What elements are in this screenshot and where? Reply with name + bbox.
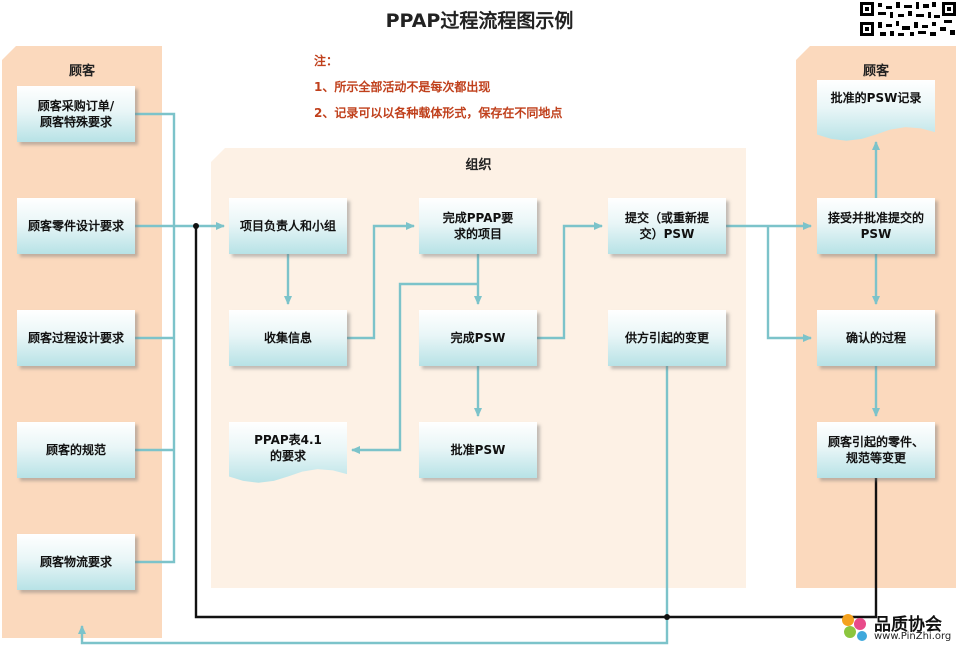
customer-process-design-label: 顾客过程设计要求 <box>27 331 124 345</box>
customer-change-box: 顾客引起的零件、 规范等变更 <box>817 422 935 478</box>
note-line-1: 1、所示全部活动不是每次都出现 <box>314 80 491 94</box>
complete-items-box: 完成PPAP要 求的项目 <box>419 198 537 254</box>
customer-po-label: 顾客采购订单/ 顾客特殊要求 <box>37 99 115 129</box>
confirmed-process-box: 确认的过程 <box>817 310 935 366</box>
customer-change-label: 顾客引起的零件、 规范等变更 <box>827 435 924 465</box>
customer-spec-box: 顾客的规范 <box>17 422 135 478</box>
ppap-requirements-label: PPAP表4.1 的要求 <box>254 433 322 463</box>
customer-process-design-box: 顾客过程设计要求 <box>17 310 135 366</box>
approve-psw-label: 批准PSW <box>450 443 506 457</box>
supplier-change-box: 供方引起的变更 <box>608 310 726 366</box>
collect-info-box: 收集信息 <box>229 310 347 366</box>
submit-psw-label: 提交（或重新提 交）PSW <box>624 211 709 241</box>
accept-approve-label: 接受并批准提交的 PSW <box>827 211 924 241</box>
confirmed-process-label: 确认的过程 <box>845 331 906 345</box>
complete-psw-label: 完成PSW <box>450 331 506 345</box>
supplier-change-label: 供方引起的变更 <box>624 331 709 345</box>
submit-psw-box: 提交（或重新提 交）PSW <box>608 198 726 254</box>
note-line-2: 2、记录可以以各种载体形式，保存在不同地点 <box>314 106 563 120</box>
complete-psw-box: 完成PSW <box>419 310 537 366</box>
notes-heading: 注： <box>314 54 339 68</box>
org-panel-title: 组织 <box>465 158 492 173</box>
qr-code-icon <box>858 0 958 38</box>
project-team-label: 项目负责人和小组 <box>239 219 336 233</box>
left-panel-title: 顾客 <box>68 64 95 79</box>
approved-psw-record-label: 批准的PSW记录 <box>830 91 922 105</box>
customer-part-design-label: 顾客零件设计要求 <box>27 219 124 233</box>
approve-psw-box: 批准PSW <box>419 422 537 478</box>
logo-name: 品质协会 <box>874 615 942 635</box>
complete-items-label: 完成PPAP要 求的项目 <box>442 211 514 241</box>
right-panel-title: 顾客 <box>862 64 889 79</box>
page-title: PPAP过程流程图示例 <box>385 10 574 32</box>
customer-logistics-label: 顾客物流要求 <box>39 555 112 569</box>
customer-part-design-box: 顾客零件设计要求 <box>17 198 135 254</box>
customer-po-box: 顾客采购订单/ 顾客特殊要求 <box>17 86 135 142</box>
customer-logistics-box: 顾客物流要求 <box>17 534 135 590</box>
pinzhi-logo-icon <box>842 614 867 641</box>
customer-spec-label: 顾客的规范 <box>45 443 106 457</box>
collect-info-label: 收集信息 <box>263 331 312 345</box>
accept-approve-box: 接受并批准提交的 PSW <box>817 198 935 254</box>
project-team-box: 项目负责人和小组 <box>229 198 347 254</box>
logo-url[interactable]: www.PinZhi.org <box>874 631 952 642</box>
